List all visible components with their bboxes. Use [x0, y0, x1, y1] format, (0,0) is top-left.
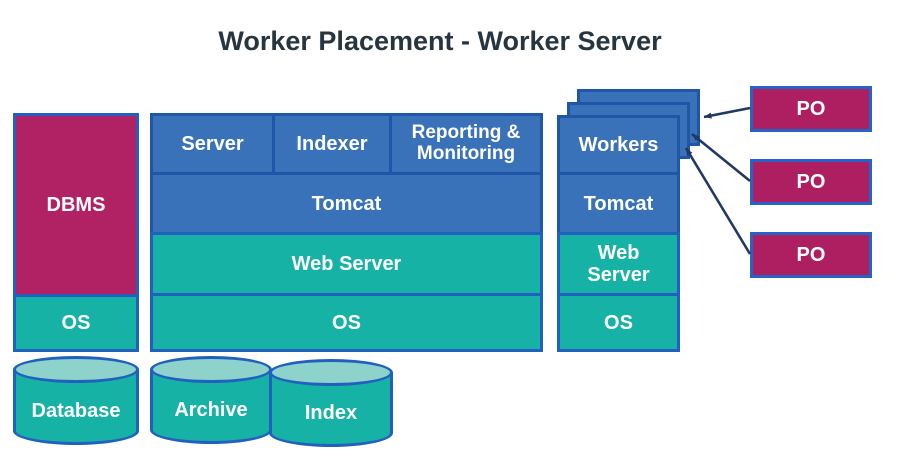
database-label: Database [31, 399, 121, 422]
index-cylinder: Index [269, 359, 393, 447]
os-label-placement-server: OS [332, 311, 361, 334]
diagram-title: Worker Placement - Worker Server [218, 26, 662, 56]
database-cylinder-top [13, 356, 139, 383]
server-box: Server [150, 113, 275, 175]
archive-label: Archive [174, 399, 248, 421]
os-box-placement-server: OS [150, 293, 543, 352]
reporting-monitoring-box: Reporting & Monitoring [389, 113, 543, 175]
po-box-1: PO [750, 86, 872, 132]
os-label-worker-server: OS [604, 311, 633, 334]
server-label: Server [181, 133, 244, 155]
indexer-label: Indexer [296, 133, 368, 155]
indexer-box: Indexer [272, 113, 392, 175]
workers-label: Workers [578, 134, 659, 156]
web-server-box-placement-server: Web Server [150, 232, 543, 296]
index-label: Index [304, 402, 358, 424]
po-label-3: PO [796, 244, 826, 266]
database-cylinder: Database [13, 356, 139, 445]
os-label-db-server: OS [61, 312, 91, 334]
po-arrow-2 [691, 132, 751, 183]
tomcat-box-placement-server: Tomcat [150, 172, 543, 235]
archive-cylinder: Archive [150, 356, 272, 444]
po-arrow-1 [703, 106, 751, 119]
os-box-worker-server: OS [557, 293, 680, 352]
web-server-box-worker-server: Web Server [557, 232, 680, 296]
tomcat-box-worker-server: Tomcat [557, 172, 680, 235]
po-label-2: PO [796, 171, 826, 193]
dbms-box: DBMS [13, 113, 139, 297]
tomcat-label-placement-server: Tomcat [311, 192, 382, 215]
reporting-monitoring-label: Reporting & Monitoring [411, 122, 521, 164]
archive-cylinder-top [150, 356, 272, 383]
index-cylinder-top [269, 359, 393, 386]
tomcat-label-worker-server: Tomcat [583, 192, 654, 215]
web-server-label-placement-server: Web Server [291, 253, 402, 275]
web-server-label-worker-server: Web Server [587, 242, 650, 286]
po-box-2: PO [750, 159, 872, 205]
os-box-db-server: OS [13, 294, 139, 352]
po-arrow-3 [684, 147, 752, 255]
workers-box: Workers [557, 115, 680, 175]
dbms-label: DBMS [46, 194, 106, 216]
po-box-3: PO [750, 232, 872, 278]
po-label-1: PO [796, 98, 826, 120]
